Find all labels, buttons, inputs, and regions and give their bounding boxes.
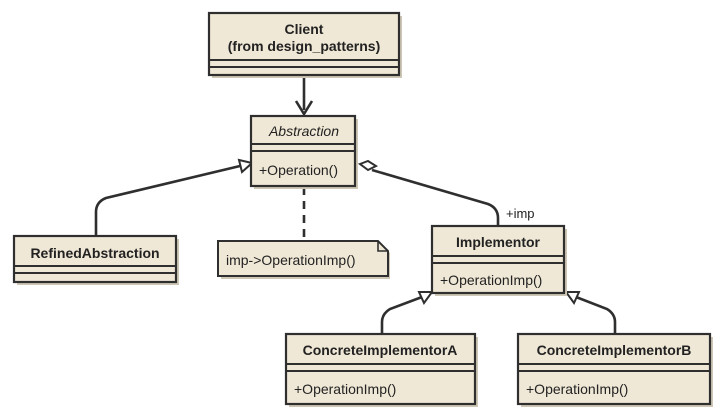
concrete-a-operation: +OperationImp() — [294, 381, 396, 397]
implementor-class[interactable]: Implementor +OperationImp() — [430, 224, 567, 296]
concrete-implementor-b-class[interactable]: ConcreteImplementorB +OperationImp() — [516, 332, 713, 407]
imp-role-label: +imp — [506, 206, 535, 221]
abstraction-to-implementor-edge — [371, 168, 500, 225]
abstraction-title: Abstraction — [268, 123, 339, 139]
implementor-operation: +OperationImp() — [440, 272, 542, 288]
concrete-a-title: ConcreteImplementorA — [303, 342, 458, 358]
client-subtitle: (from design_patterns) — [228, 38, 380, 54]
concrete-implementor-a-class[interactable]: ConcreteImplementorA +OperationImp() — [284, 332, 478, 407]
client-class[interactable]: Client (from design_patterns) — [207, 11, 402, 78]
client-arrowhead — [294, 100, 314, 117]
concrete-a-to-implementor-edge — [380, 295, 423, 333]
generalization-arrowhead-abstraction — [237, 158, 255, 174]
abstraction-class[interactable]: Abstraction +Operation() — [249, 114, 358, 189]
concrete-b-title: ConcreteImplementorB — [537, 342, 692, 358]
refined-abstraction-title: RefinedAbstraction — [30, 245, 159, 261]
abstraction-operation: +Operation() — [259, 162, 338, 178]
implementor-title: Implementor — [456, 234, 541, 250]
refined-to-abstraction-edge — [94, 164, 241, 236]
generalization-arrowhead-implementor-b — [564, 291, 581, 305]
aggregation-diamond — [357, 159, 379, 172]
concrete-b-to-implementor-edge — [575, 295, 617, 333]
client-title: Client — [285, 21, 324, 37]
note-text: imp->OperationImp() — [226, 252, 356, 268]
refined-abstraction-class[interactable]: RefinedAbstraction — [12, 234, 179, 285]
concrete-b-operation: +OperationImp() — [526, 381, 628, 397]
generalization-arrowhead-implementor-a — [417, 291, 434, 305]
implementation-note[interactable]: imp->OperationImp() — [217, 240, 390, 279]
